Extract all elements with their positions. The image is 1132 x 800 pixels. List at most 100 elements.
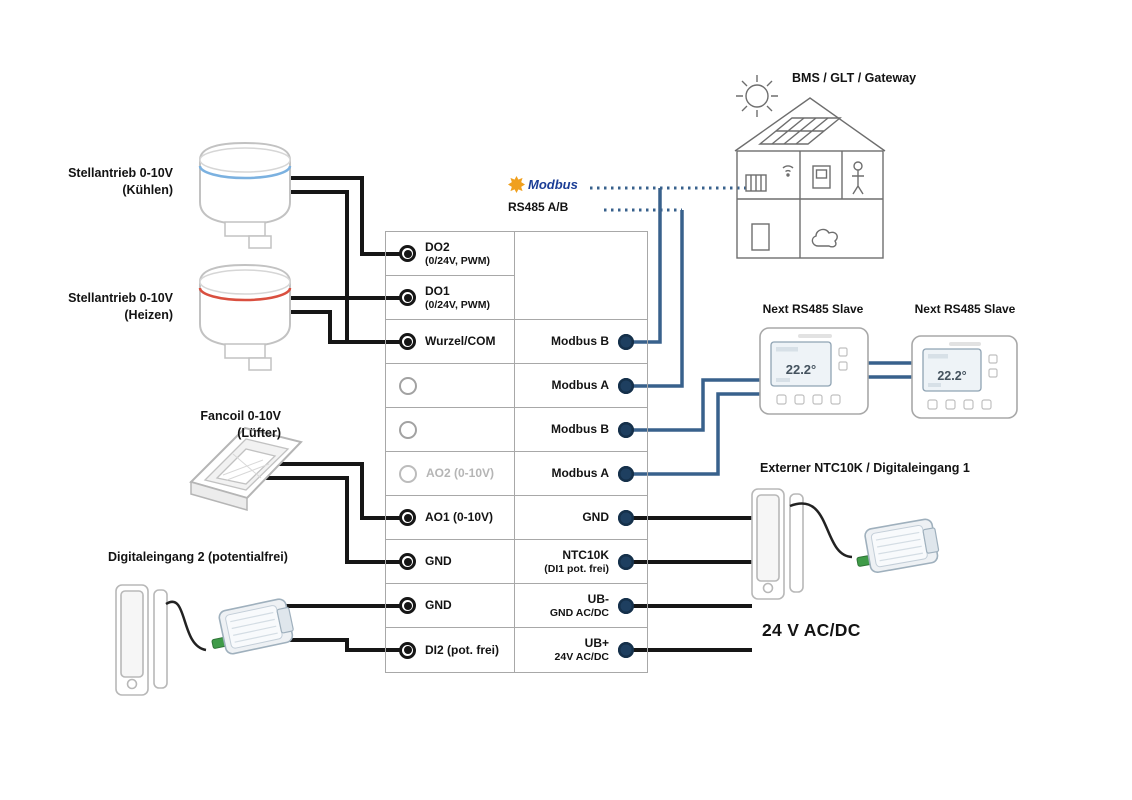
terminal-row-gnd-1: GND [386,540,514,584]
fancoil-label: Fancoil 0-10V (Lüfter) [159,408,281,442]
terminal-row-modbus-a-1: Modbus A [515,364,647,408]
house-roof [734,97,886,152]
terminal-contact-unused [399,376,417,395]
thermostat-buttons [776,394,841,405]
modbus-logo-text: Modbus [528,177,578,192]
external-ntc-label: Externer NTC10K / Digitaleingang 1 [760,461,970,475]
actuator-heat-label: Stellantrieb 0-10V (Heizen) [38,290,173,324]
door-contact-right [751,488,804,600]
actuator-cool-sub: (Kühlen) [122,182,173,197]
terminal-label: Wurzel/COM [425,334,496,348]
digital-input2-label: Digitaleingang 2 (potentialfrei) [108,550,288,564]
terminal-sublabel: (0/24V, PWM) [425,254,490,267]
thermostat-buttons [927,399,992,410]
wire-modbusa-slave [630,392,764,476]
terminal-row-modbus-b-1: Modbus B [515,320,647,364]
terminal-label: UB+ [584,636,609,651]
wire-modbusb-slave [630,378,764,432]
terminal-contact-ntc10k [618,553,634,570]
house-body [736,150,884,259]
terminal-contact-modbus-b [618,333,634,350]
cool-accent-ring [198,165,292,180]
actuator-cool-title: Stellantrieb 0-10V [68,166,173,180]
actuator-heat-title: Stellantrieb 0-10V [68,291,173,305]
fancoil-sub: (Lüfter) [237,425,281,440]
terminal-row-com: Wurzel/COM [386,320,514,364]
wire-fancoil-gnd [265,476,406,564]
terminal-label: AO2 (0-10V) [426,466,495,480]
actuator-cool-label: Stellantrieb 0-10V (Kühlen) [38,165,173,199]
terminal-row-gnd-2: GND [386,584,514,628]
terminal-sublabel: (0/24V, PWM) [425,298,490,311]
terminal-contact-ao1 [399,509,416,526]
terminal-row-ntc10k: NTC10K (DI1 pot. frei) [515,540,647,584]
thermostat-display-temp: 22.2° [786,362,817,377]
wall-thermostat-icon [812,165,831,189]
terminal-contact-com [399,333,416,350]
terminal-contact-gnd [399,553,416,570]
wire-di2-di2 [282,638,406,652]
terminal-label: Modbus B [551,334,609,348]
person-icon [852,161,864,195]
radiator-icon [745,174,767,192]
thermostat-slave-2: 22.2° [911,335,1018,419]
terminal-row-ao2: AO2 (0-10V) [386,452,514,496]
terminal-contact-do1 [399,289,416,306]
fancoil-illustration [189,426,303,511]
slave1-label: Next RS485 Slave [762,302,864,316]
actuator-cool-illustration [198,141,292,249]
terminal-sublabel: GND AC/DC [549,606,609,619]
heat-accent-ring [198,287,292,302]
terminal-contact-ao2 [399,464,417,483]
bms-house-illustration [734,75,886,259]
slave2-label: Next RS485 Slave [914,302,1016,316]
terminal-label: DO1 [425,283,450,298]
terminal-row-unused-2 [386,408,514,452]
terminal-sublabel: (DI1 pot. frei) [544,562,609,575]
terminal-label: Modbus B [551,422,609,436]
terminal-contact-modbus-a [618,465,634,482]
wire-modbusb-up [630,188,662,344]
terminal-row-ub-minus: UB- GND AC/DC [515,584,647,628]
terminal-label: DO2 [425,239,450,254]
terminal-label: AO1 (0-10V) [425,510,494,524]
terminal-contact-modbus-b [618,421,634,438]
furniture-icon [751,223,770,251]
black-wires [265,176,756,652]
terminal-label: GND [425,554,452,568]
thermostat-slave-1: 22.2° [759,327,869,415]
actuator-heat-illustration [198,263,292,371]
terminal-row-do1: DO1 (0/24V, PWM) [386,276,514,320]
actuator-heat-sub: (Heizen) [124,307,173,322]
terminal-row-modbus-a-2: Modbus A [515,452,647,496]
terminal-column-right: Modbus B Modbus A Modbus B Modbus A GND [514,231,648,673]
sun-icon [745,84,769,108]
terminal-label: UB- [587,591,609,606]
thermostat-display-temp: 22.2° [937,369,966,383]
sensor-cable-right [789,502,853,559]
terminal-row-do2: DO2 (0/24V, PWM) [386,232,514,276]
terminal-contact-gnd [399,597,416,614]
door-contact-left [115,584,168,696]
terminal-contact-gnd [618,509,634,526]
terminal-label: Modbus A [551,378,609,392]
terminal-label: Modbus A [551,466,609,480]
terminal-row-di2: DI2 (pot. frei) [386,628,514,672]
terminal-contact-do2 [399,245,416,262]
modbus-gear-icon [508,176,525,193]
terminal-contact-ub-plus [618,642,634,658]
cloud-icon [811,228,838,248]
terminal-label: NTC10K [562,547,609,562]
wire-fancoil-ao1 [279,462,406,520]
bms-gateway-label: BMS / GLT / Gateway [792,71,917,85]
wifi-icon [782,165,794,177]
terminal-row-ub-plus: UB+ 24V AC/DC [515,628,647,672]
terminal-block: DO2 (0/24V, PWM) DO1 (0/24V, PWM) Wurzel… [385,231,649,673]
ntc-sensor-right [856,518,940,574]
wire-cool-do2 [290,176,406,256]
terminal-row-ao1: AO1 (0-10V) [386,496,514,540]
fancoil-title: Fancoil 0-10V [200,409,281,423]
terminal-column-left: DO2 (0/24V, PWM) DO1 (0/24V, PWM) Wurzel… [385,231,515,673]
